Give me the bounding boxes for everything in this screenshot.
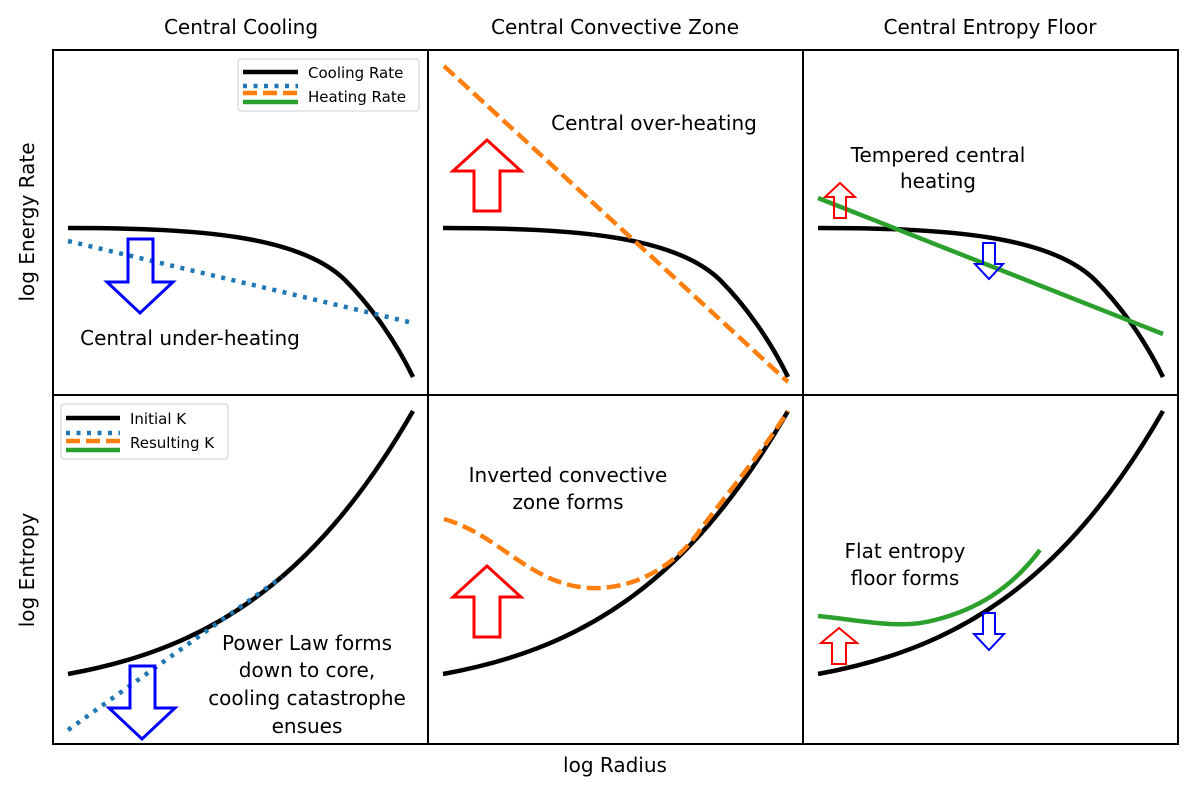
- annotation-power-law-line2: down to core,: [239, 658, 375, 682]
- resulting-k-curve: [817, 548, 1042, 627]
- legend-label-resulting-k: Resulting K: [130, 434, 215, 452]
- panel-floor-energy: Tempered central heating: [802, 49, 1179, 396]
- column-title-central-entropy-floor: Central Entropy Floor: [884, 15, 1098, 39]
- annotation-power-law-line1: Power Law forms: [222, 631, 392, 655]
- annotation-flat-entropy-line1: Flat entropy: [845, 539, 966, 563]
- resulting-k-curve: [443, 409, 790, 591]
- legend-energy: Cooling Rate Heating Rate: [237, 58, 420, 112]
- heating-rate-line: [67, 238, 414, 326]
- down-arrow: [972, 242, 1006, 281]
- heating-rate-line: [442, 64, 790, 384]
- heating-rate-line: [817, 195, 1164, 337]
- cooling-rate-curve: [67, 225, 416, 378]
- initial-k-curve: [442, 409, 790, 677]
- annotation-tempered-line1: Tempered central: [850, 143, 1026, 167]
- panel-convective-energy: Central over-heating: [427, 49, 804, 396]
- ylabel-energy-rate: log Energy Rate: [15, 142, 39, 301]
- up-arrow: [449, 137, 525, 213]
- column-title-central-convective-zone: Central Convective Zone: [491, 15, 739, 39]
- panel-convective-entropy: Inverted convective zone forms: [427, 394, 804, 745]
- annotation-power-law-line4: ensues: [272, 714, 343, 738]
- panel-cooling-entropy: Power Law forms down to core, cooling ca…: [52, 394, 429, 745]
- column-title-central-cooling: Central Cooling: [164, 15, 318, 39]
- panel-cooling-energy: Central under-heating Cooling Rate Heati…: [52, 49, 429, 396]
- panel-floor-entropy: Flat entropy floor forms: [802, 394, 1179, 745]
- initial-k-curve: [817, 409, 1165, 677]
- cooling-rate-curve: [442, 225, 791, 378]
- legend-entropy: Initial K Resulting K: [60, 403, 229, 460]
- ylabel-entropy: log Entropy: [15, 513, 39, 628]
- down-arrow: [103, 237, 177, 316]
- annotation-inverted-line2: zone forms: [512, 490, 623, 514]
- up-arrow: [822, 181, 858, 219]
- annotation-inverted-line1: Inverted convective: [469, 463, 668, 487]
- down-arrow: [105, 664, 179, 742]
- up-arrow: [818, 626, 860, 665]
- resulting-k-line: [66, 575, 284, 732]
- annotation-under-heating: Central under-heating: [80, 326, 300, 350]
- legend-label-cooling-rate: Cooling Rate: [308, 64, 403, 82]
- legend-label-heating-rate: Heating Rate: [308, 88, 406, 106]
- legend-label-initial-k: Initial K: [130, 410, 187, 428]
- xlabel-radius: log Radius: [563, 753, 667, 777]
- cooling-rate-curve: [817, 225, 1166, 378]
- down-arrow: [971, 612, 1007, 652]
- annotation-flat-entropy-line2: floor forms: [851, 566, 960, 590]
- panel-frame: [802, 49, 1179, 396]
- annotation-tempered-line2: heating: [900, 169, 976, 193]
- up-arrow: [449, 563, 525, 639]
- panel-frame: [802, 394, 1179, 745]
- annotation-over-heating: Central over-heating: [551, 111, 757, 135]
- annotation-power-law-line3: cooling catastrophe: [208, 686, 406, 710]
